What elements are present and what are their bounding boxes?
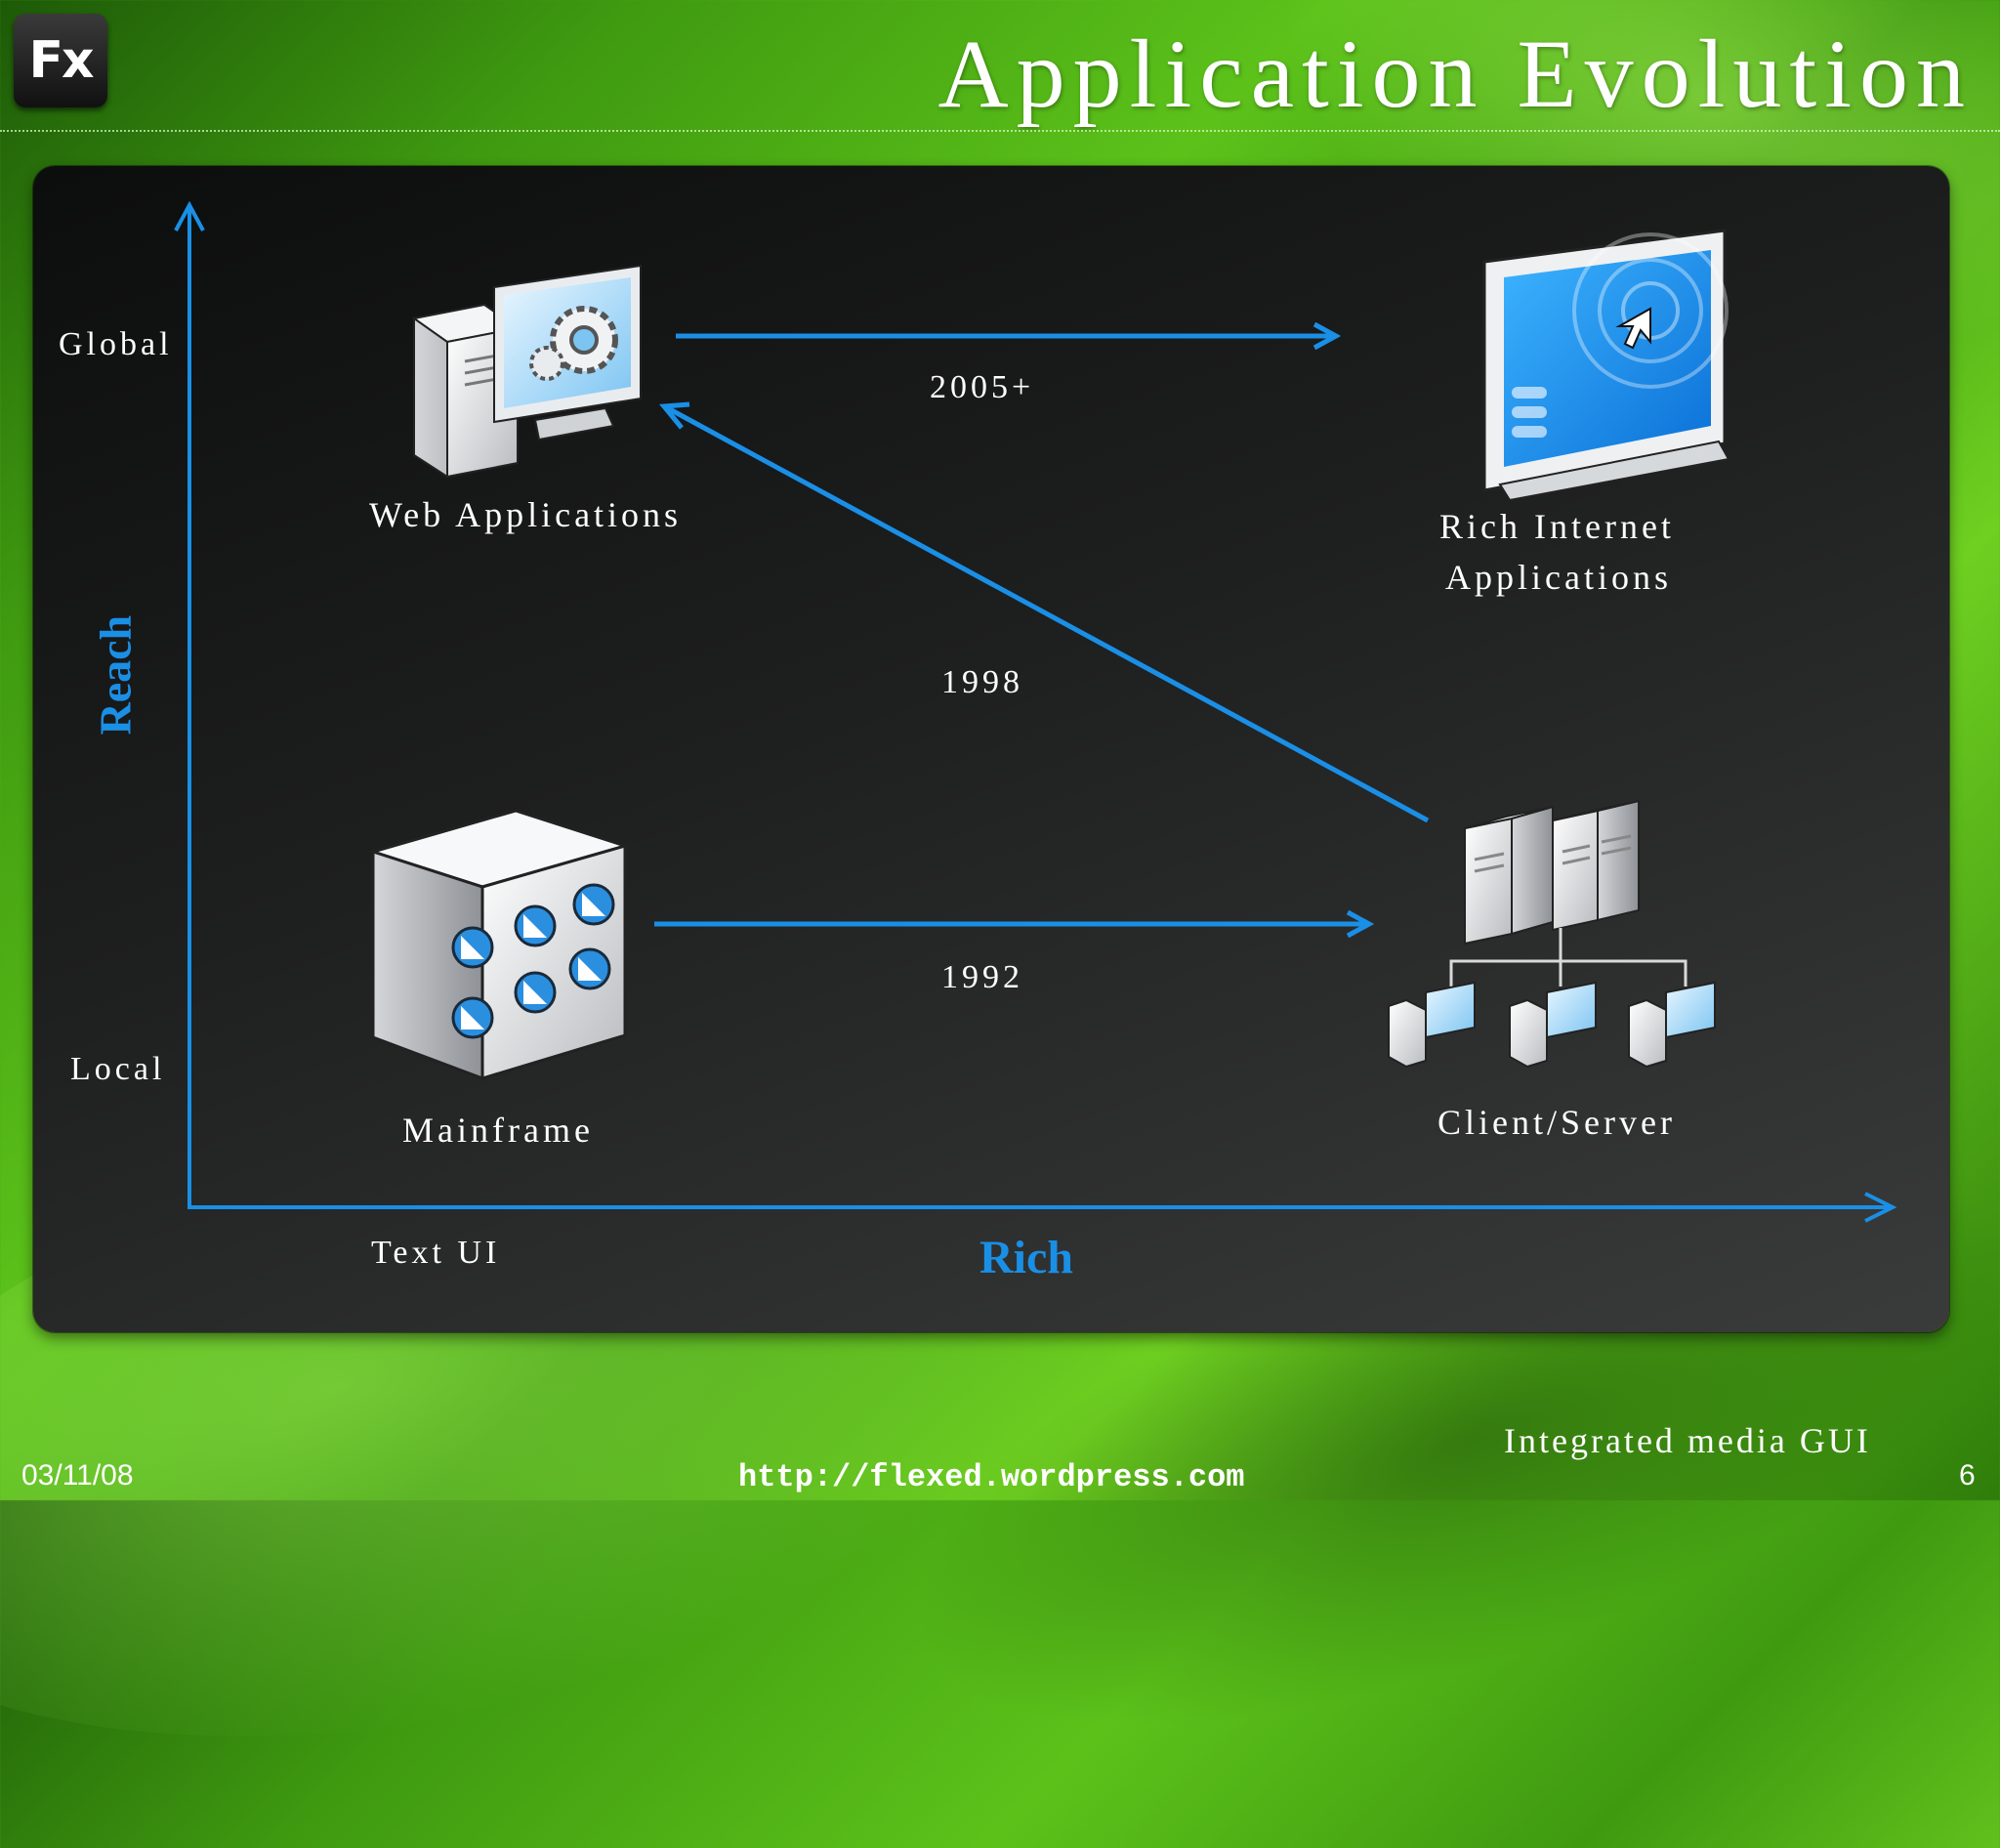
rich-internet-applications-icon bbox=[1482, 229, 1730, 502]
y-axis-title: Reach bbox=[90, 614, 141, 735]
mainframe-icon bbox=[367, 809, 631, 1081]
footer-url[interactable]: http://flexed.wordpress.com bbox=[738, 1459, 1245, 1495]
y-axis-top-label: Global bbox=[59, 326, 173, 362]
year-label-1992: 1992 bbox=[941, 959, 1023, 995]
evolution-diagram bbox=[174, 200, 1897, 1223]
arrow-2005 bbox=[676, 321, 1342, 351]
web-applications-icon bbox=[411, 264, 642, 479]
footer-date: 03/11/08 bbox=[21, 1459, 134, 1491]
year-label-1998: 1998 bbox=[941, 664, 1023, 700]
x-axis-left-label: Text UI bbox=[371, 1235, 501, 1271]
header-divider bbox=[0, 130, 2000, 132]
web-applications-label: Web Applications bbox=[369, 495, 683, 534]
year-label-2005: 2005+ bbox=[930, 369, 1035, 405]
x-axis bbox=[188, 1192, 1897, 1223]
page-number: 6 bbox=[1959, 1459, 1976, 1491]
slide-title: Application Evolution bbox=[938, 20, 1973, 128]
ria-label-line2: Applications bbox=[1445, 558, 1672, 597]
client-server-icon bbox=[1388, 799, 1716, 1069]
arrow-1992 bbox=[654, 909, 1375, 939]
fx-logo: Fx bbox=[14, 14, 107, 107]
ria-label-line1: Rich Internet bbox=[1439, 507, 1675, 546]
footer-note: Integrated media GUI bbox=[1504, 1421, 1871, 1460]
client-server-label: Client/Server bbox=[1438, 1103, 1676, 1142]
y-axis bbox=[174, 200, 205, 1207]
x-axis-title: Rich bbox=[979, 1232, 1073, 1283]
mainframe-label: Mainframe bbox=[402, 1111, 594, 1150]
arrow-1998 bbox=[659, 401, 1430, 823]
y-axis-bottom-label: Local bbox=[70, 1051, 166, 1087]
